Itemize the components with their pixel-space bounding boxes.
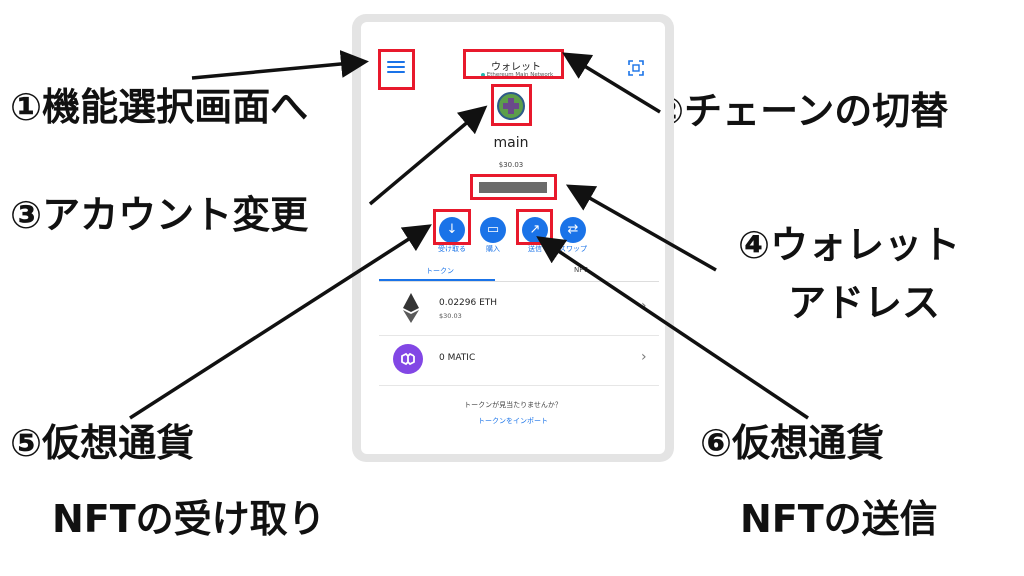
ethereum-icon (403, 293, 419, 323)
import-token-link[interactable]: トークンをインポート (478, 417, 548, 425)
annotation-account-change: ③アカウント変更 (10, 193, 309, 237)
wallet-title: ウォレット (491, 62, 541, 73)
arrow-address (565, 184, 717, 272)
account-balance: $30.03 (498, 161, 524, 169)
hamburger-menu-icon[interactable] (387, 61, 405, 75)
highlight-send (516, 209, 553, 245)
highlight-receive (433, 209, 471, 245)
highlight-address (470, 174, 557, 200)
annotation-wallet-address-1: ④ウォレット (738, 223, 961, 267)
receive-label: 受け取る (438, 245, 466, 253)
tab-divider (379, 281, 659, 282)
row-divider (379, 385, 659, 386)
highlight-menu (378, 49, 415, 90)
annotation-wallet-address-2: アドレス (788, 281, 941, 325)
annotation-chain-switch: ②チェーンの切替 (652, 89, 949, 133)
row-divider (379, 335, 659, 336)
token-row-eth[interactable]: 0.02296 ETH $30.03 › (379, 290, 659, 334)
annotation-send-2: NFTの送信 (740, 497, 938, 541)
chevron-right-icon: › (641, 298, 647, 314)
arrow-menu (191, 50, 369, 80)
annotation-send-1: ⑥仮想通貨 (700, 421, 885, 465)
buy-button[interactable]: ▭ (480, 217, 506, 243)
account-name: main (493, 135, 529, 151)
chevron-right-icon: › (641, 349, 647, 365)
token-amount: 0.02296 ETH (439, 298, 498, 308)
token-row-matic[interactable]: 0 MATIC › (379, 340, 659, 384)
arrow-account (368, 105, 488, 206)
network-label: Ethereum Main Network (486, 72, 554, 78)
buy-label: 購入 (486, 245, 500, 253)
receive-button[interactable]: ↓ (439, 217, 465, 243)
annotation-receive-2: NFTの受け取り (52, 497, 326, 541)
arrow-chain (562, 52, 661, 114)
annotation-menu: ①機能選択画面へ (10, 85, 309, 129)
wallet-address[interactable] (479, 182, 547, 193)
missing-token-question: トークンが見当たりませんか？ (464, 401, 562, 409)
annotation-receive-1: ⑤仮想通貨 (10, 421, 195, 465)
token-amount: 0 MATIC (439, 353, 476, 363)
network-selector[interactable]: Ethereum Main Network (465, 72, 569, 78)
swap-label: スワップ (559, 245, 587, 253)
polygon-glyph (401, 352, 415, 366)
arrow-receive (129, 224, 432, 420)
tab-tokens[interactable]: トークン (426, 267, 454, 275)
tab-active-underline (379, 279, 495, 281)
polygon-icon (393, 344, 423, 374)
account-avatar[interactable] (497, 92, 525, 120)
highlight-avatar (491, 84, 532, 126)
token-usd-value: $30.03 (439, 312, 462, 320)
send-label: 送信 (528, 245, 542, 253)
arrow-send (536, 236, 809, 420)
tab-nft[interactable]: NFT (574, 266, 588, 274)
scan-qr-icon[interactable] (628, 60, 644, 76)
network-status-dot (480, 72, 485, 77)
